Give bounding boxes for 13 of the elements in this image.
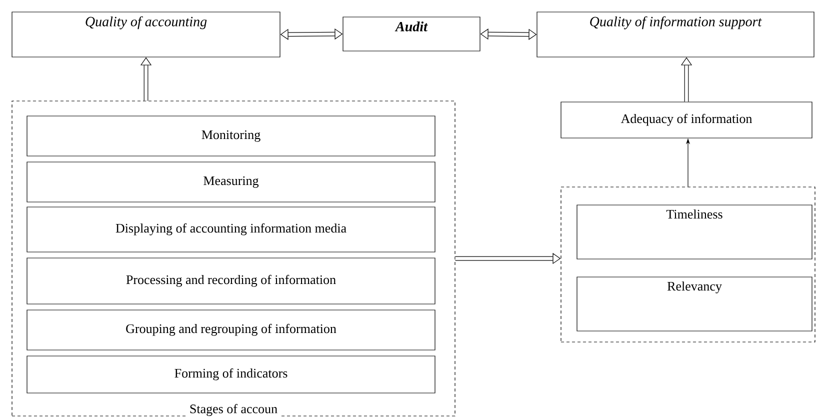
concept-box: Quality of accounting <box>12 12 280 58</box>
concept-box: Audit <box>342 16 480 52</box>
stage-box: Timeliness <box>576 204 812 260</box>
concept-box: Quality of information support <box>536 12 814 58</box>
stage-box: Relevancy <box>576 276 812 332</box>
stage-box: Measuring <box>26 162 436 202</box>
stage-box: Processing and recording of information <box>26 258 436 304</box>
stage-box: Adequacy of information <box>560 102 812 138</box>
stage-box: Monitoring <box>26 116 436 156</box>
group-box <box>560 186 816 342</box>
stage-box: Forming of indicators <box>26 356 436 394</box>
stage-box: Displaying of accounting information media <box>26 206 436 252</box>
stage-box: Grouping and regrouping of information <box>26 310 436 350</box>
